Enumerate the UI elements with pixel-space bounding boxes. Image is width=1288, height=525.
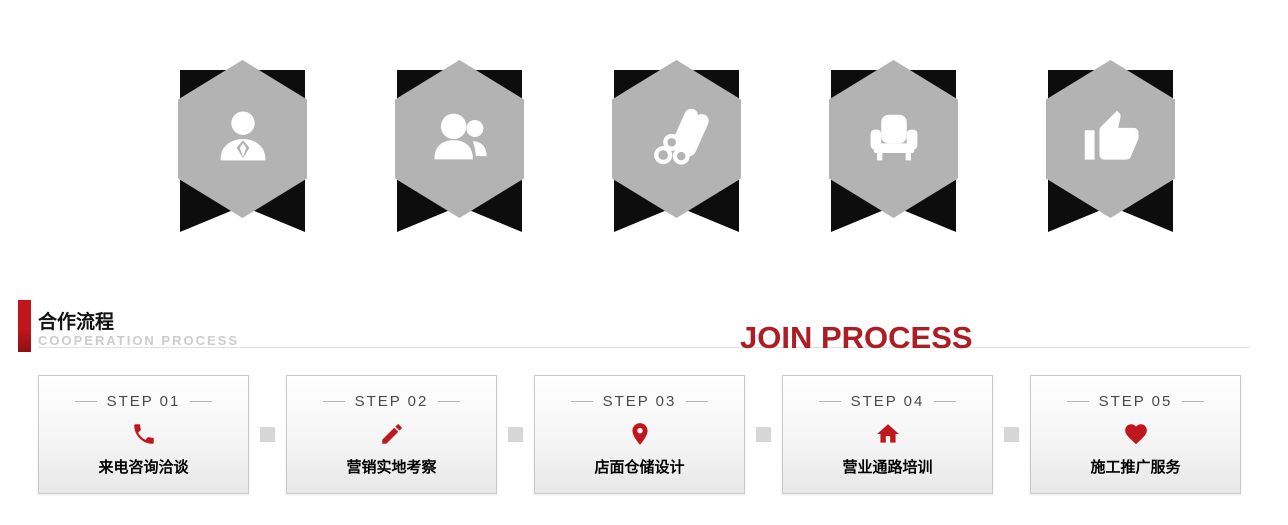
dash-left [1066, 401, 1089, 402]
step-connector [1004, 427, 1019, 442]
step-label: STEP 05 [1098, 393, 1173, 410]
step-card-2: STEP 02 营销实地考察 [286, 375, 497, 494]
dash-right [190, 401, 213, 402]
dash-right [1182, 401, 1205, 402]
sofa-icon [860, 103, 928, 176]
step-title: 店面仓储设计 [594, 459, 685, 476]
hexagon [395, 60, 524, 218]
step-label: STEP 03 [602, 393, 677, 410]
step-label-row: STEP 02 [287, 393, 496, 410]
steps-row: STEP 01 来电咨询洽谈 STEP 02 营销实地考察 [38, 375, 1241, 494]
dash-left [74, 401, 97, 402]
step-label: STEP 04 [850, 393, 925, 410]
home-icon [783, 421, 992, 448]
section-subtitle: COOPERATION PROCESS [38, 333, 240, 348]
step-label-row: STEP 04 [783, 393, 992, 410]
step-label: STEP 02 [354, 393, 429, 410]
dash-left [322, 401, 345, 402]
section-title: 合作流程 [38, 312, 115, 333]
badge-materials [609, 60, 744, 235]
heart-icon [1031, 421, 1240, 448]
badge-row [175, 60, 1178, 235]
step-title: 施工推广服务 [1090, 459, 1181, 476]
badge-customers [392, 60, 527, 235]
step-connector [508, 427, 523, 442]
pencil-icon [287, 421, 496, 448]
dash-left [818, 401, 841, 402]
step-card-1: STEP 01 来电咨询洽谈 [38, 375, 249, 494]
step-label-row: STEP 01 [39, 393, 248, 410]
step-card-5: STEP 05 施工推广服务 [1030, 375, 1241, 494]
dash-left [570, 401, 593, 402]
divider-line [38, 347, 1250, 348]
step-connector [756, 427, 771, 442]
step-label: STEP 01 [106, 393, 181, 410]
thumbs-up-icon [1077, 103, 1145, 176]
phone-icon [39, 421, 248, 448]
step-title: 营业通路培训 [842, 459, 933, 476]
people-group-icon [426, 103, 494, 176]
step-card-4: STEP 04 营业通路培训 [782, 375, 993, 494]
step-label-row: STEP 03 [535, 393, 744, 410]
businessman-icon [209, 103, 277, 176]
wood-logs-icon [643, 103, 711, 176]
dash-right [438, 401, 461, 402]
section-headline: JOIN PROCESS [740, 320, 973, 355]
dash-right [934, 401, 957, 402]
map-pin-icon [535, 421, 744, 448]
step-title: 来电咨询洽谈 [98, 459, 189, 476]
step-connector [260, 427, 275, 442]
badge-service [1043, 60, 1178, 235]
step-card-3: STEP 03 店面仓储设计 [534, 375, 745, 494]
step-title: 营销实地考察 [346, 459, 437, 476]
accent-bar [18, 300, 31, 352]
dash-right [686, 401, 709, 402]
step-label-row: STEP 05 [1031, 393, 1240, 410]
badge-furniture [826, 60, 961, 235]
badge-consult [175, 60, 310, 235]
